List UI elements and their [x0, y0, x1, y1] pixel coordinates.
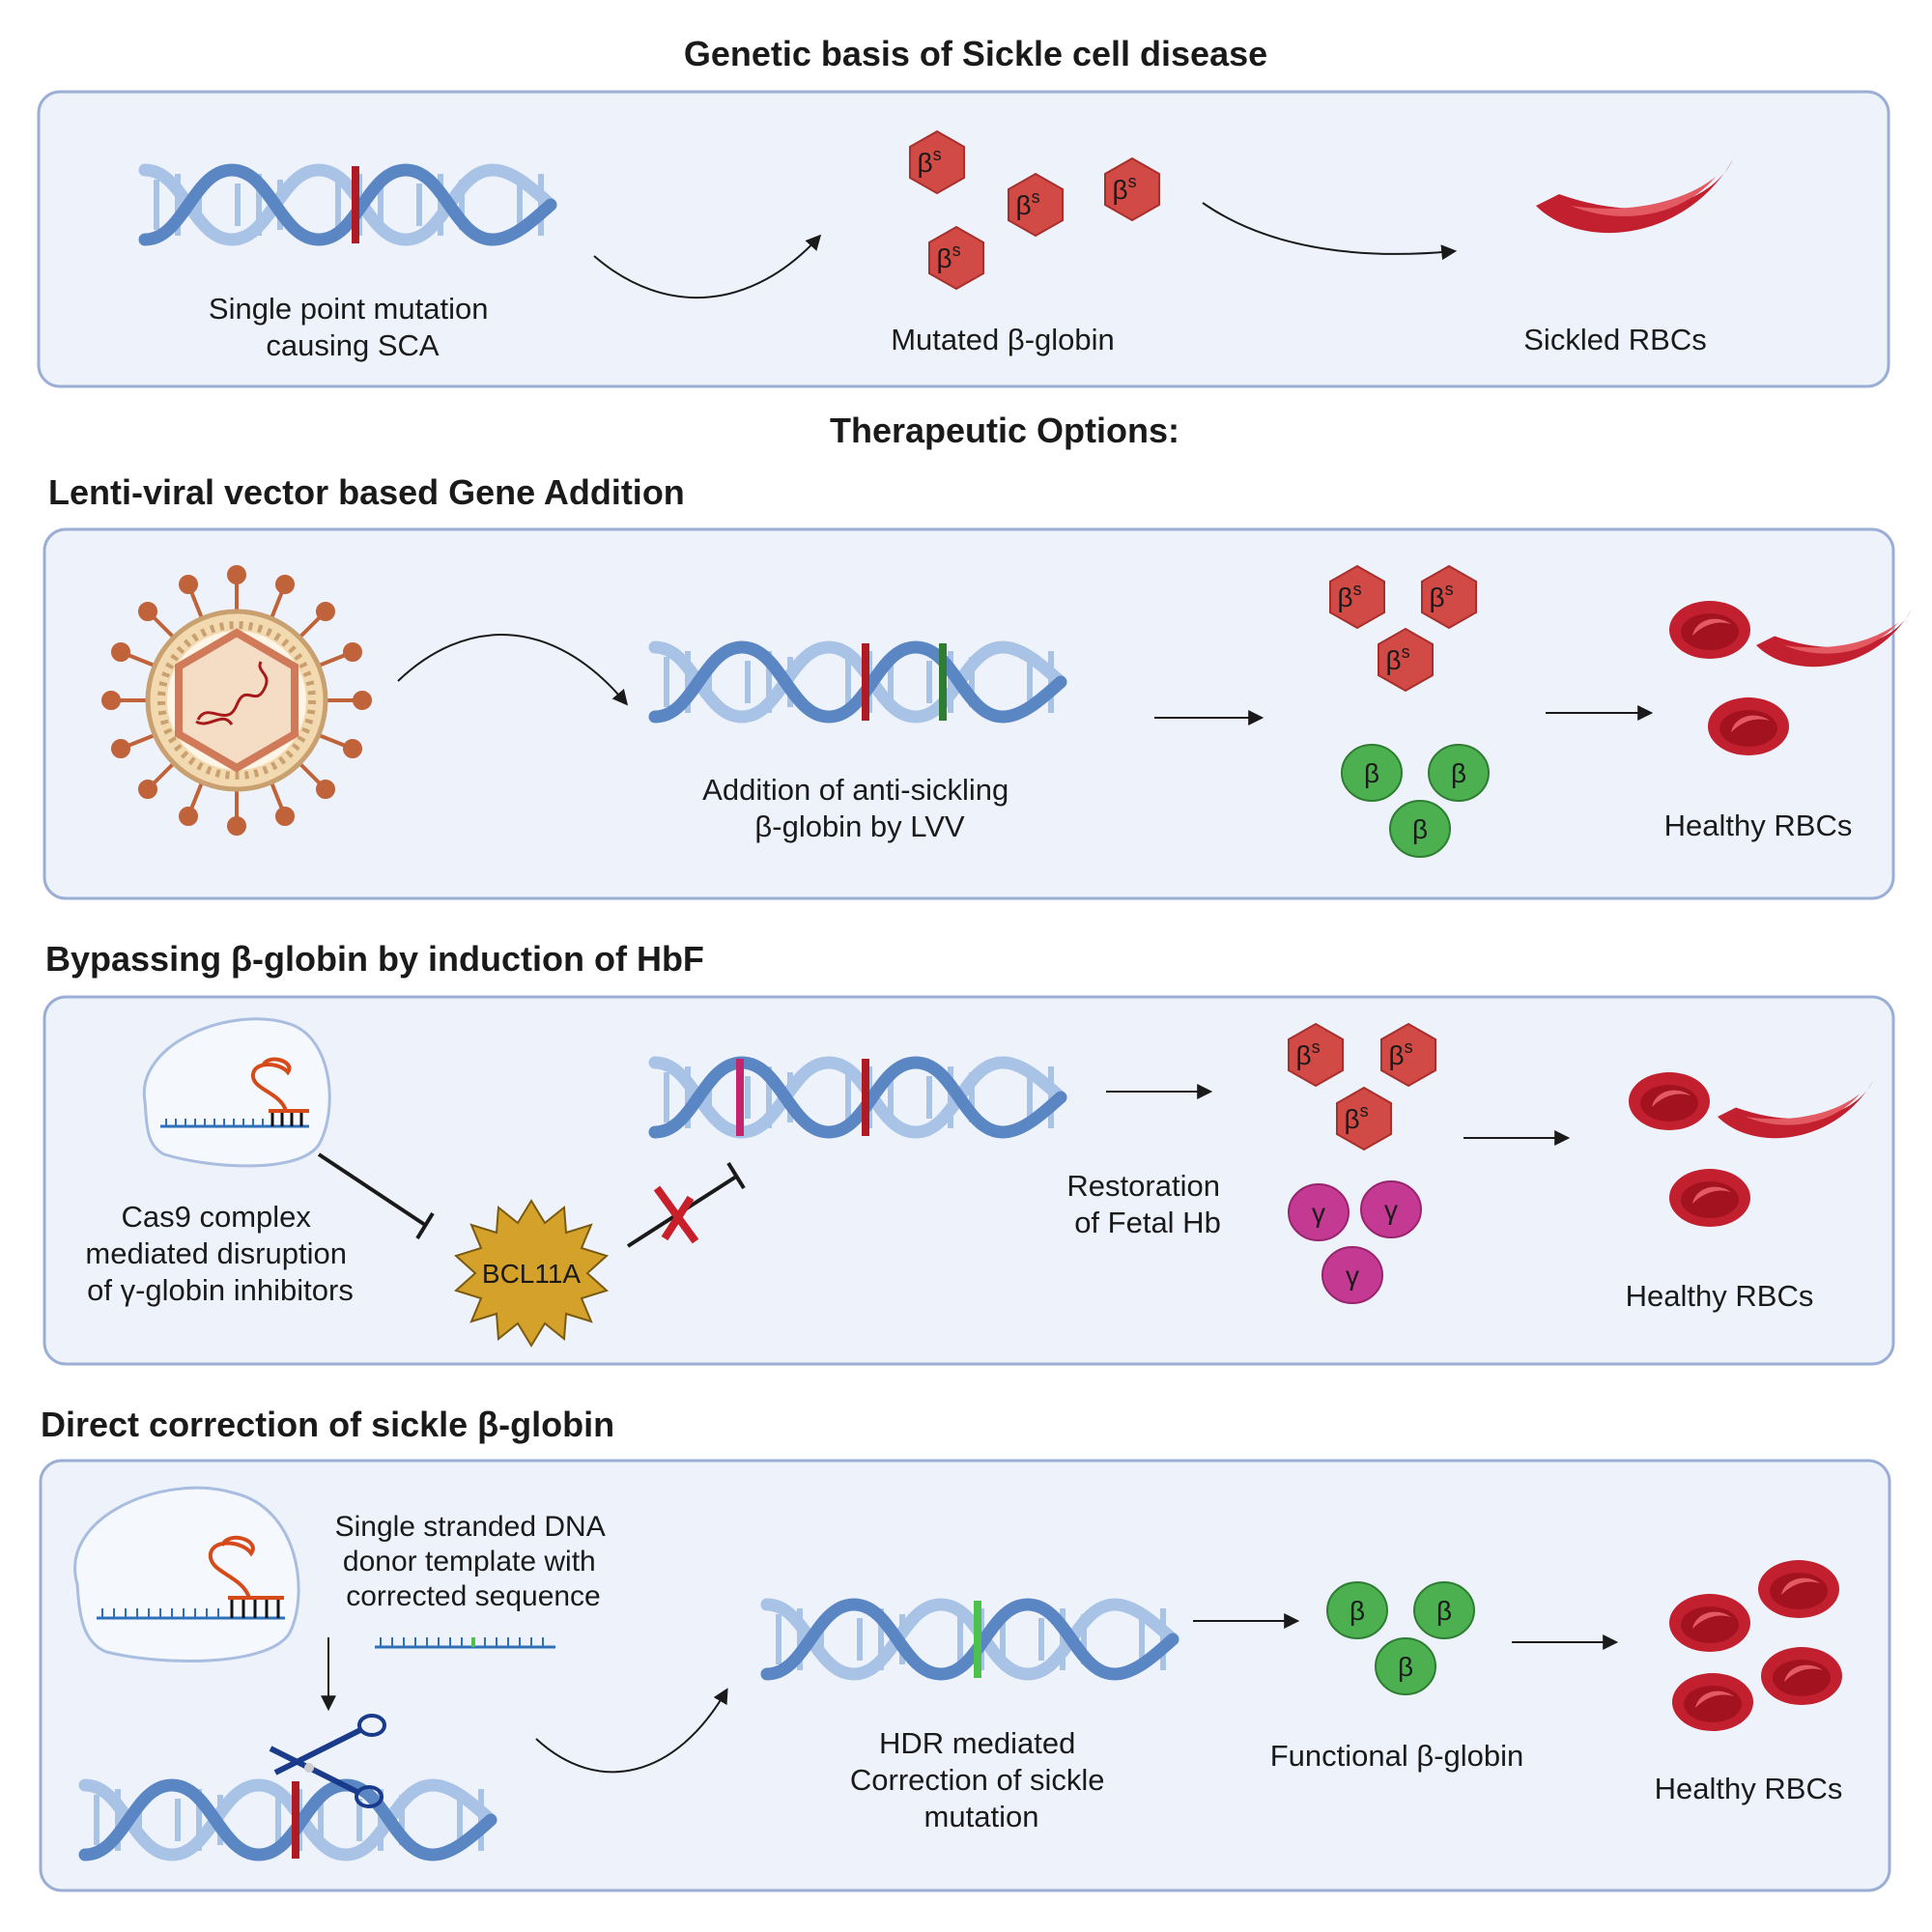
- svg-text:β: β: [1412, 814, 1428, 844]
- dna-helix-mutation: [145, 166, 551, 243]
- arrow-protein-to-rbc: [1202, 202, 1458, 261]
- bcl11a-star: BCL11A: [454, 1199, 609, 1348]
- mutated-globin-group: βs βs βs: [1329, 565, 1477, 692]
- figure-title: Genetic basis of Sickle cell disease: [684, 34, 1267, 73]
- svg-text:BCL11A: BCL11A: [482, 1259, 582, 1289]
- panel-genetic-basis: Single point mutation causing SCA βs βs …: [37, 90, 1890, 388]
- lentivirus-icon: [101, 565, 372, 836]
- restore-caption: Restoration of Fetal Hb: [1066, 1169, 1228, 1239]
- arrow-dna-to-protein: [593, 234, 822, 299]
- donor-template-strand: [375, 1637, 555, 1649]
- svg-text:βs: βs: [1385, 642, 1409, 675]
- dna-helix-hbf: [655, 1059, 1061, 1136]
- svg-text:βs: βs: [936, 241, 960, 273]
- cas9-caption: Cas9 complex mediated disruption of γ-gl…: [85, 1200, 355, 1307]
- arrow-virus-to-dna: [397, 634, 629, 706]
- dna-helix-corrected: [767, 1601, 1173, 1678]
- panel4-heading: Direct correction of sickle β-globin: [41, 1405, 614, 1444]
- svg-text:β: β: [1398, 1652, 1413, 1682]
- svg-text:βs: βs: [1295, 1037, 1320, 1070]
- svg-text:βs: βs: [1015, 187, 1039, 220]
- panel-direct-correction: Single stranded DNA donor template with …: [39, 1459, 1891, 1892]
- svg-text:βs: βs: [1112, 172, 1136, 205]
- dna-helix-cut: [85, 1781, 491, 1859]
- svg-text:γ: γ: [1346, 1261, 1359, 1291]
- rbc-caption: Healthy RBCs: [1664, 809, 1853, 842]
- mutated-globin-group: βs βs βs βs: [909, 130, 1160, 290]
- svg-text:γ: γ: [1312, 1198, 1325, 1228]
- panel2-heading: Lenti-viral vector based Gene Addition: [48, 472, 685, 512]
- dna-helix-addition: [655, 643, 1061, 721]
- dna-caption: Addition of anti-sickling β-globin by LV…: [702, 773, 1017, 843]
- blocked-inhibition-line: [626, 1161, 746, 1248]
- therapeutic-heading: Therapeutic Options:: [830, 411, 1179, 450]
- panel-gene-addition: Addition of anti-sickling β-globin by LV…: [43, 527, 1913, 900]
- functional-caption: Functional β-globin: [1270, 1739, 1524, 1773]
- svg-text:γ: γ: [1384, 1195, 1398, 1225]
- rbc-caption: Healthy RBCs: [1626, 1279, 1814, 1313]
- svg-text:β: β: [1436, 1596, 1452, 1626]
- inhibition-line-cas9-to-bcl: [317, 1152, 435, 1240]
- svg-text:β: β: [1451, 758, 1466, 788]
- normal-globin-group: β β β: [1341, 744, 1490, 858]
- protein-caption: Mutated β-globin: [891, 323, 1115, 356]
- normal-globin-group: β β β: [1326, 1581, 1475, 1695]
- svg-text:βs: βs: [1344, 1101, 1368, 1134]
- svg-text:βs: βs: [1337, 580, 1361, 612]
- panel3-heading: Bypassing β-globin by induction of HbF: [45, 939, 704, 979]
- cas9-complex-icon: [73, 1486, 300, 1663]
- dna-caption: Single point mutation causing SCA: [209, 292, 497, 362]
- svg-text:β: β: [1364, 758, 1379, 788]
- svg-text:β: β: [1350, 1596, 1365, 1626]
- svg-text:βs: βs: [1388, 1037, 1412, 1070]
- arrow-cut-to-corrected: [535, 1688, 728, 1774]
- rbc-caption: Healthy RBCs: [1655, 1772, 1843, 1805]
- donor-caption: Single stranded DNA donor template with …: [335, 1511, 612, 1612]
- gamma-globin-group: γ γ γ: [1288, 1180, 1422, 1304]
- mutated-globin-group: βs βs βs: [1288, 1023, 1436, 1151]
- cas9-complex-icon: [142, 1017, 331, 1168]
- rbc-caption: Sickled RBCs: [1523, 323, 1707, 356]
- scissors-icon: [269, 1714, 386, 1808]
- svg-text:βs: βs: [917, 145, 941, 178]
- svg-text:βs: βs: [1429, 580, 1453, 612]
- panel-hbf-induction: Cas9 complex mediated disruption of γ-gl…: [43, 995, 1895, 1366]
- hdr-caption: HDR mediated Correction of sickle mutati…: [850, 1726, 1113, 1833]
